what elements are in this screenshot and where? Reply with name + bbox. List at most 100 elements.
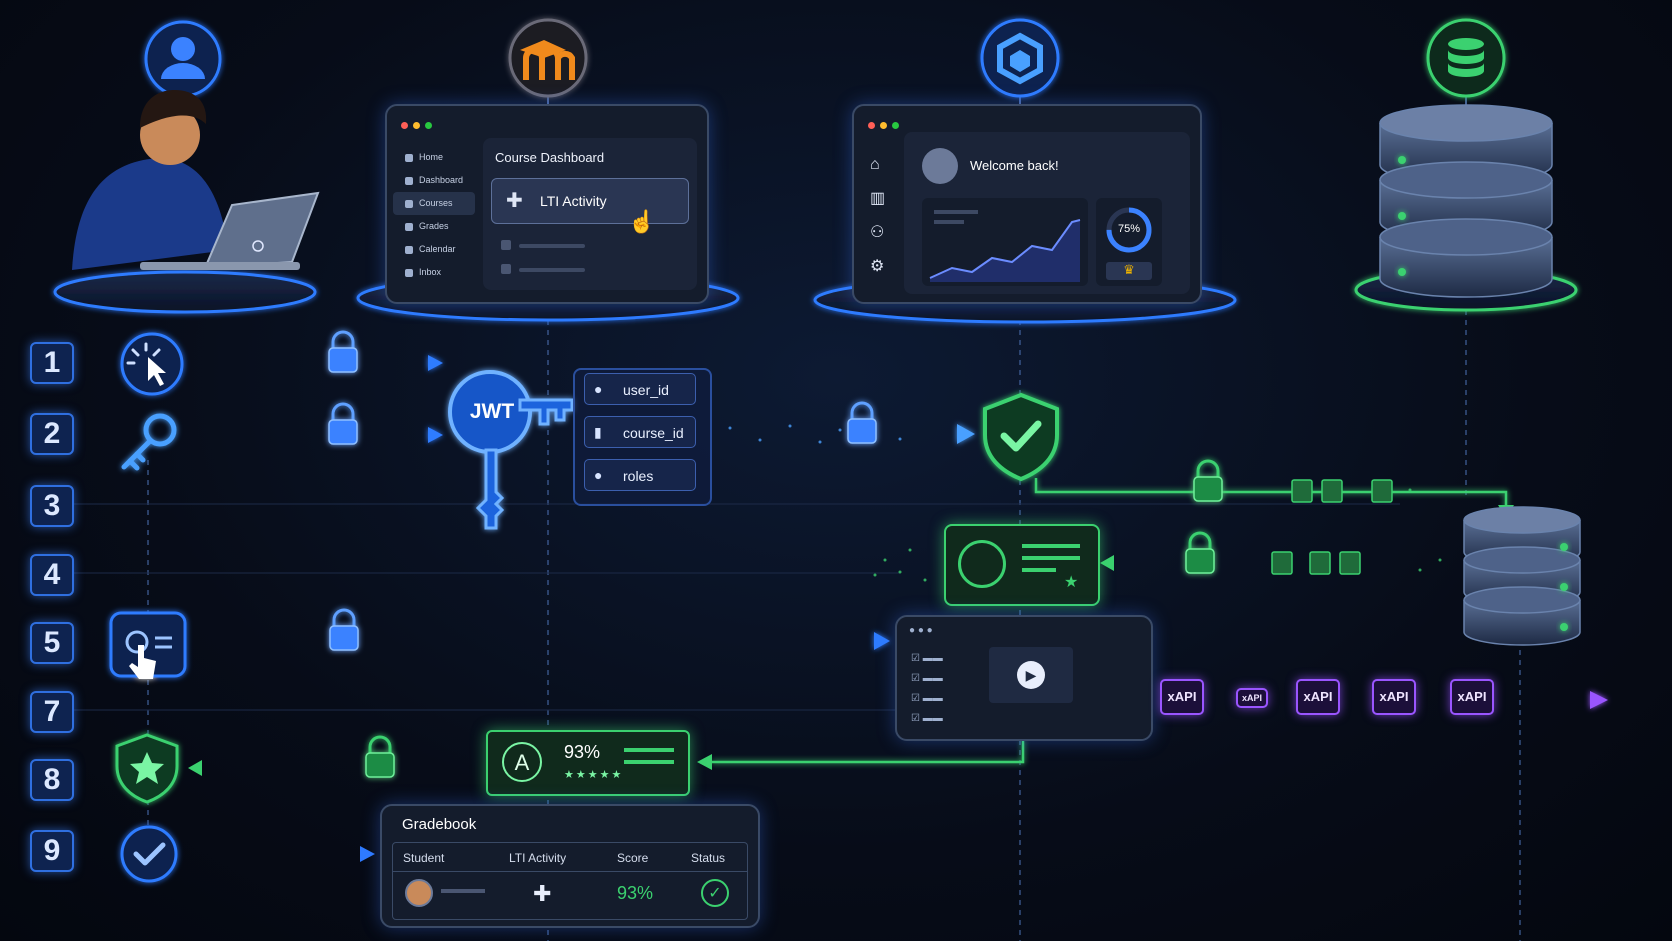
placeholder-row xyxy=(501,240,511,250)
step-badge: 3 xyxy=(30,485,74,527)
cursor-icon: ☝ xyxy=(628,209,656,234)
progress-ring xyxy=(1106,207,1152,253)
play-icon[interactable]: ▶ xyxy=(1017,661,1045,689)
lock-icon xyxy=(328,330,877,651)
star-shield-icon xyxy=(115,733,179,804)
group-icon: ● xyxy=(594,467,603,483)
claim-user-id: user_id xyxy=(584,373,696,405)
step-badge: 9 xyxy=(30,830,74,872)
claim-course-id: course_id xyxy=(584,416,696,448)
sidebar-item-inbox[interactable]: Inbox xyxy=(393,261,475,284)
grade-line xyxy=(624,760,674,764)
database-icon xyxy=(1426,18,1506,98)
lms-main: Course Dashboard ✚ LTI Activity ☝ xyxy=(483,138,697,290)
student-name-placeholder xyxy=(441,889,485,893)
divider xyxy=(393,871,747,872)
profile-icon xyxy=(958,540,1006,588)
home-icon[interactable]: ⌂ xyxy=(870,156,880,173)
claim-roles: roles xyxy=(584,459,696,491)
xapi-statement: xAPI xyxy=(1236,688,1268,708)
trend-line xyxy=(929,210,1081,282)
column-header-score: Score xyxy=(617,851,649,865)
jwt-key-icon xyxy=(448,370,574,530)
content-player-window: ● ● ● ☑ ▬▬☑ ▬▬☑ ▬▬☑ ▬▬ ▶ xyxy=(895,615,1153,741)
claim-label: user_id xyxy=(623,382,669,398)
jwt-label: JWT xyxy=(469,400,515,423)
claim-label: course_id xyxy=(623,425,684,441)
welcome-text: Welcome back! xyxy=(970,158,1059,173)
checklist: ☑ ▬▬☑ ▬▬☑ ▬▬☑ ▬▬ xyxy=(911,653,943,724)
key-icon xyxy=(121,413,177,471)
profile-line xyxy=(1022,556,1080,560)
xapi-statement: xAPI xyxy=(1372,679,1416,715)
gear-icon[interactable]: ⚙ xyxy=(870,258,885,275)
sidebar-item-calendar[interactable]: Calendar xyxy=(393,238,475,261)
grade-score: 93% xyxy=(564,742,601,762)
tool-sidebar: ⌂ ▥ ⚇ ⚙ xyxy=(870,148,885,284)
profile-line xyxy=(1022,544,1080,548)
xapi-statement: xAPI xyxy=(1450,679,1494,715)
puzzle-icon: ✚ xyxy=(533,881,552,906)
sidebar-item-courses[interactable]: Courses xyxy=(393,192,475,215)
placeholder-row xyxy=(501,264,511,274)
gradebook-score: 93% xyxy=(617,883,654,903)
video-thumbnail[interactable]: ▶ xyxy=(989,647,1073,703)
step-badge: 5 xyxy=(30,622,74,664)
profile-line xyxy=(1022,568,1056,572)
student-avatar xyxy=(405,879,433,907)
claim-label: roles xyxy=(623,468,654,484)
rating-stars: ★★★★★ xyxy=(564,769,624,781)
step-badge: 2 xyxy=(30,413,74,455)
xapi-statement: xAPI xyxy=(1296,679,1340,715)
user-icon xyxy=(144,20,222,98)
step-badge: 4 xyxy=(30,554,74,596)
window-controls: ● ● ● xyxy=(909,625,933,636)
sidebar-item-dashboard[interactable]: Dashboard xyxy=(393,169,475,192)
gradebook-table: Student LTI Activity Score Status ✚ 93% … xyxy=(392,842,748,920)
xapi-statement: xAPI xyxy=(1160,679,1204,715)
book-icon: ▮ xyxy=(594,424,602,440)
grade-line xyxy=(624,748,674,752)
gradebook-title: Gradebook xyxy=(402,816,477,833)
student-illustration xyxy=(72,90,320,270)
users-icon[interactable]: ⚇ xyxy=(870,224,885,241)
touch-icon xyxy=(109,611,187,679)
trend-chart xyxy=(922,198,1088,286)
lms-window: Home Dashboard Courses Grades Calendar I… xyxy=(385,104,709,304)
trophy-icon: ♛ xyxy=(1106,262,1152,280)
profile-record-card: ★ xyxy=(944,524,1100,606)
lti-activity-label: LTI Activity xyxy=(540,193,607,209)
tool-main: Welcome back! 75% ♛ xyxy=(904,132,1190,294)
sidebar-item-home[interactable]: Home xyxy=(393,146,475,169)
lti-activity-button[interactable]: ✚ LTI Activity ☝ xyxy=(491,178,689,234)
check-circle-icon xyxy=(120,825,178,883)
column-header-student: Student xyxy=(403,851,445,865)
lms-sidebar: Home Dashboard Courses Grades Calendar I… xyxy=(393,146,475,284)
database-stack xyxy=(1379,104,1553,298)
user-icon: ● xyxy=(594,381,603,397)
progress-label: 75% xyxy=(1117,223,1141,235)
puzzle-icon: ✚ xyxy=(506,190,523,212)
step-badge: 7 xyxy=(30,691,74,733)
step-badge: 8 xyxy=(30,759,74,801)
check-circle-icon: ✓ xyxy=(701,879,729,907)
tool-cube-icon xyxy=(980,18,1060,98)
tool-window: ⌂ ▥ ⚇ ⚙ Welcome back! 75% ♛ xyxy=(852,104,1202,304)
click-icon xyxy=(120,332,184,396)
window-controls xyxy=(401,116,437,134)
page-title: Course Dashboard xyxy=(495,150,605,165)
grade-card: A 93% ★★★★★ xyxy=(486,730,690,796)
step-badge: 1 xyxy=(30,342,74,384)
moodle-logo-icon xyxy=(508,18,588,98)
avatar xyxy=(922,148,958,184)
star-icon: ★ xyxy=(1064,574,1079,591)
shield-check-icon xyxy=(983,392,1059,482)
gradebook-panel: Gradebook Student LTI Activity Score Sta… xyxy=(380,804,760,928)
sidebar-item-grades[interactable]: Grades xyxy=(393,215,475,238)
progress-card: 75% ♛ xyxy=(1096,198,1162,286)
chart-icon[interactable]: ▥ xyxy=(870,190,886,207)
placeholder-row xyxy=(519,268,585,272)
column-header-status: Status xyxy=(691,851,726,865)
placeholder-row xyxy=(519,244,585,248)
